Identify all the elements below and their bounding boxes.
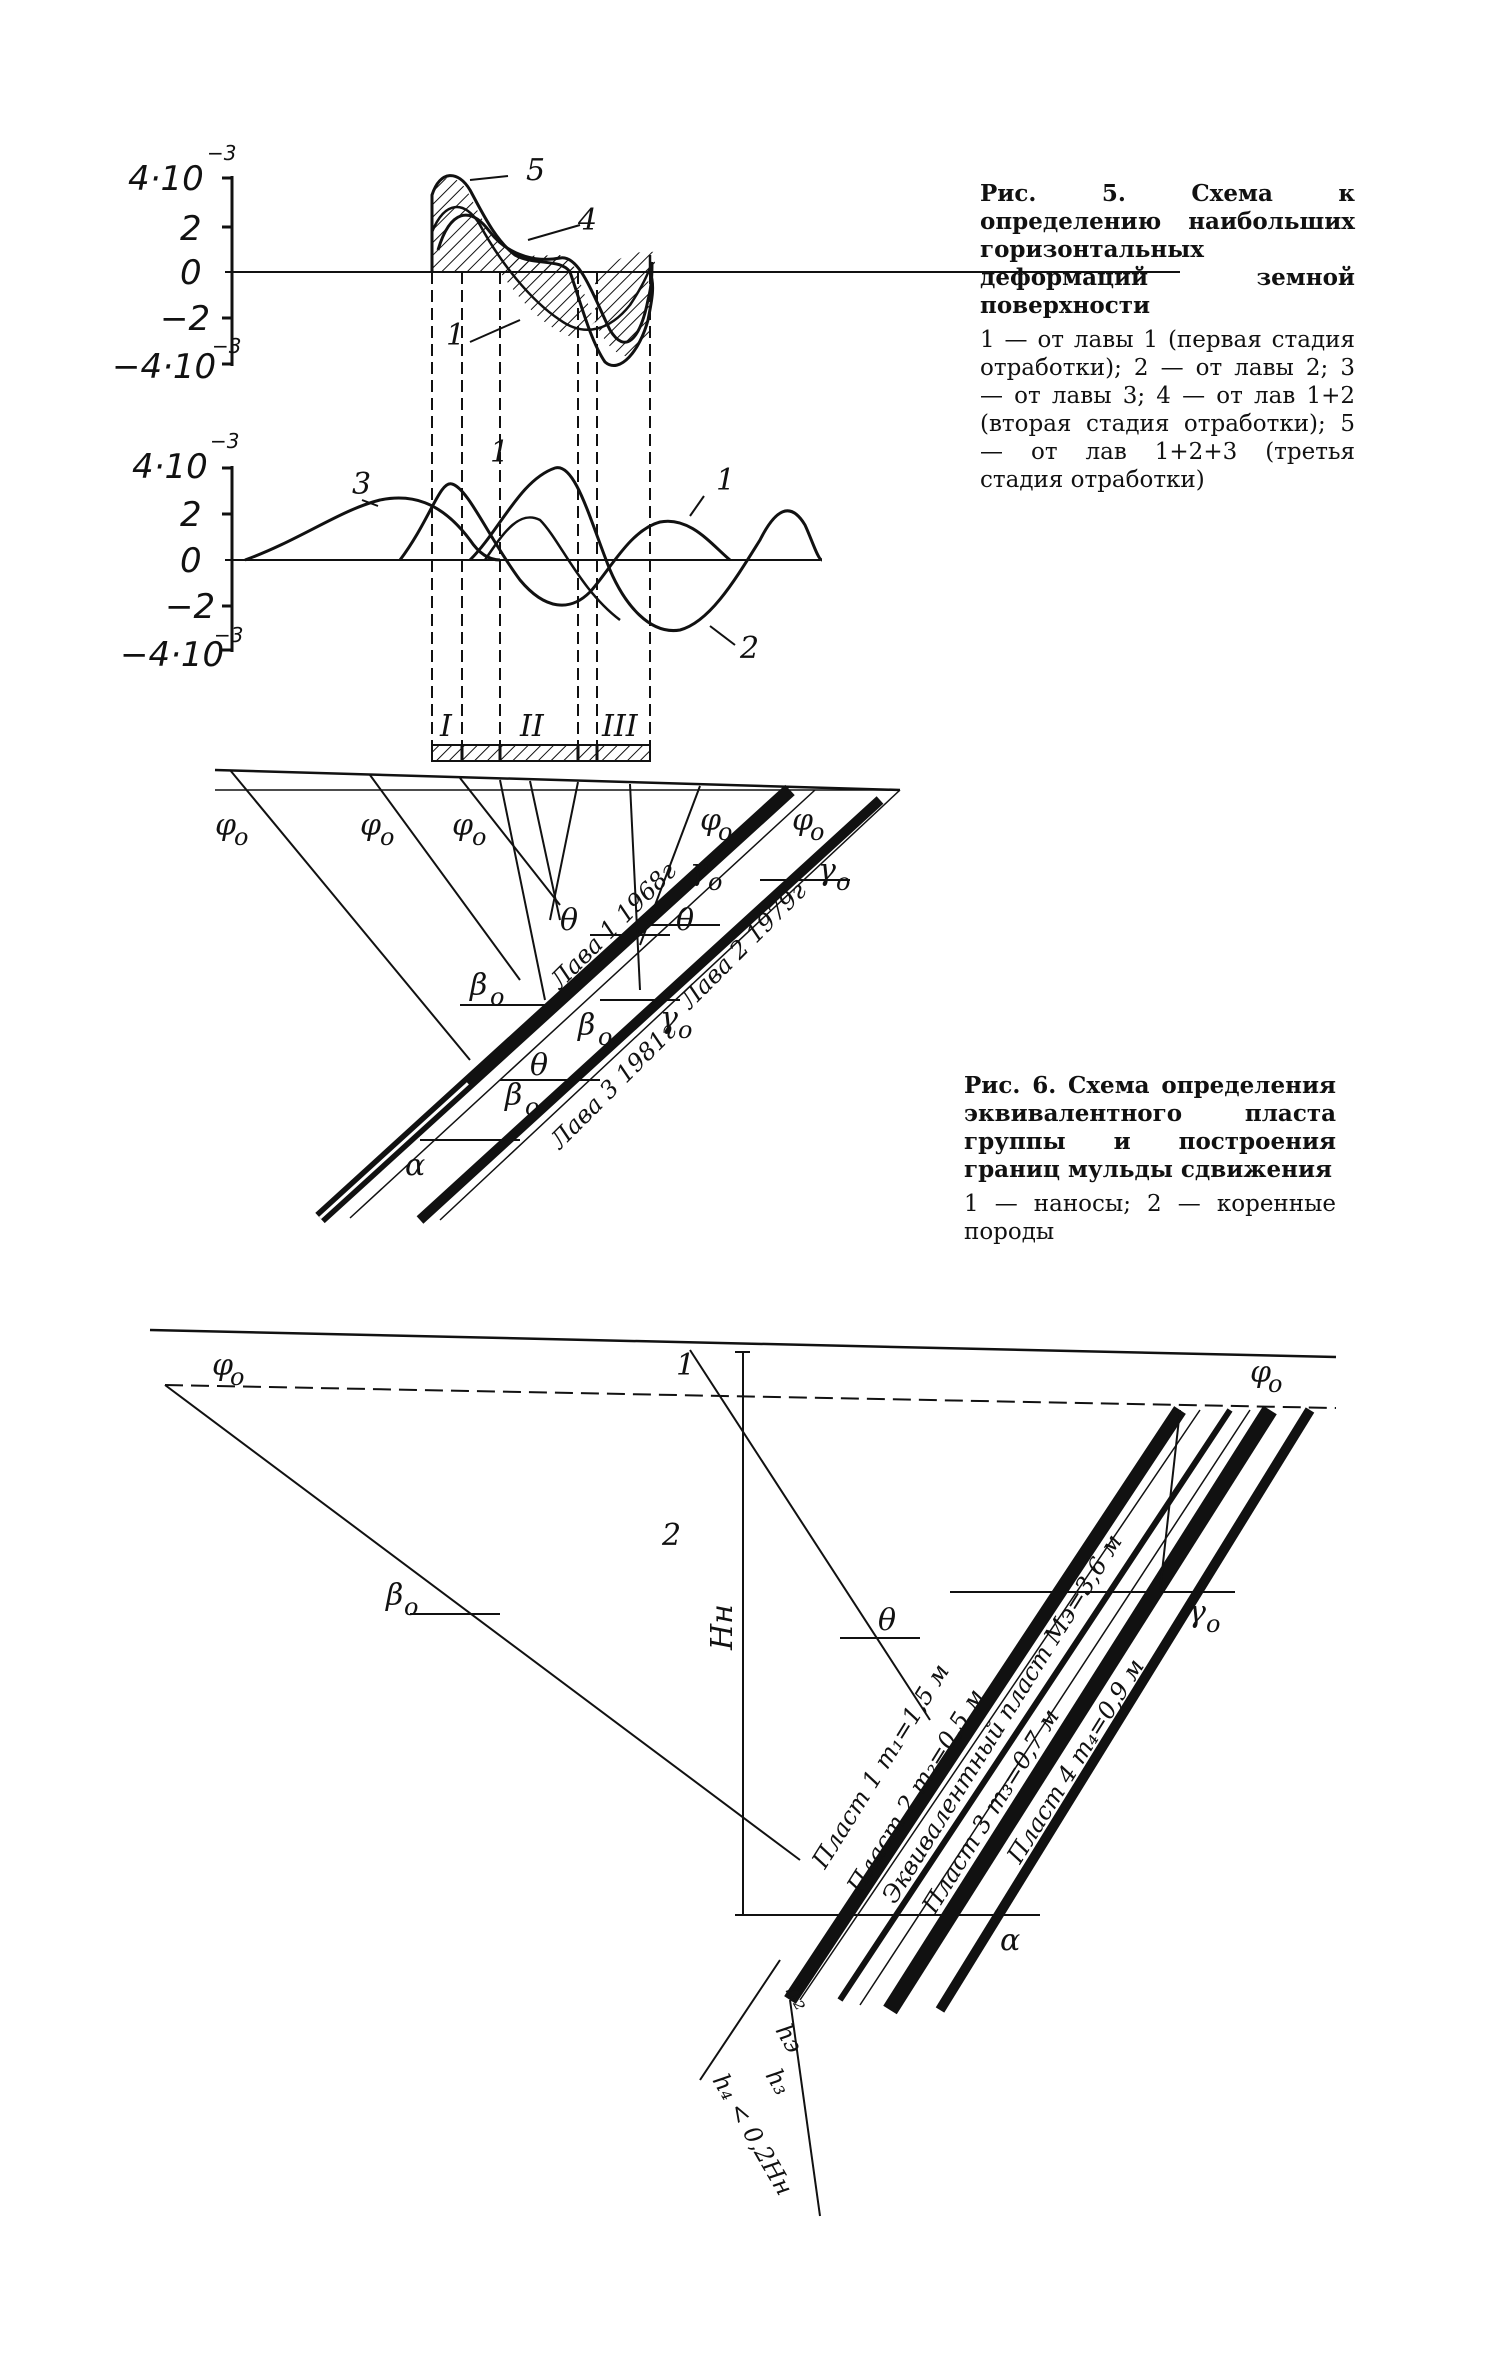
section-phi-4: φ	[700, 803, 721, 838]
fig5-caption-title: Рис. 5. Схема к определению наибольших г…	[980, 180, 1355, 319]
fig6-gamma: γ	[1188, 1595, 1206, 1630]
fig6-caption: Рис. 6. Схема определения эквивалентного…	[964, 1072, 1336, 1246]
section-theta-2: θ	[676, 903, 694, 938]
curve-label-2: 2	[739, 631, 759, 666]
projection-lines	[431, 272, 651, 745]
top-tick-m4-exp: −3	[212, 334, 241, 358]
fig6-theta: θ	[878, 1603, 896, 1638]
fig6-label-2: 2	[661, 1518, 681, 1553]
curve-label-4: 4	[577, 203, 597, 238]
fig6-phi-right: φ	[1250, 1355, 1271, 1390]
top-tick-4: 4·10	[128, 159, 204, 199]
seam-label-lava-2: Лава 2 1979г	[674, 877, 812, 1015]
section-phi-1: φ	[215, 808, 236, 843]
section-phi-4-sub: о	[718, 818, 732, 846]
fig6-gamma-sub: о	[1206, 1610, 1220, 1638]
fig6-dim-h3: h₃	[760, 2064, 797, 2100]
top-deformation-chart: 4·10 −3 2 0 −2 −4·10 −3 5 4 1	[112, 141, 1180, 387]
section-beta-2-sub: о	[598, 1023, 612, 1051]
fig6-caption-title: Рис. 6. Схема определения эквивалентного…	[964, 1072, 1336, 1183]
mid-tick-m4: −4·10	[120, 635, 224, 675]
top-tick-0: 0	[180, 253, 202, 293]
section-beta-2: β	[577, 1008, 595, 1043]
section-phi-5: φ	[792, 803, 813, 838]
top-tick-m4: −4·10	[112, 347, 216, 387]
fig6-label-1: 1	[676, 1348, 695, 1383]
curve-label-1-top: 1	[446, 318, 465, 353]
top-tick-2: 2	[180, 209, 202, 249]
panel-strip: I II III	[431, 709, 651, 762]
fig6-diagram: φ о φ о β о θ γ о α 1 2 Hн Пласт 1 m₁=1,…	[149, 1328, 1337, 2217]
section-alpha: α	[405, 1148, 425, 1183]
section-phi-2: φ	[360, 808, 381, 843]
section-gamma-2-sub: о	[836, 868, 850, 896]
section-theta-3: θ	[530, 1048, 548, 1083]
section-beta-3-sub: о	[525, 1093, 539, 1121]
fig6-caption-body: 1 — наносы; 2 — коренные породы	[964, 1191, 1336, 1245]
mid-tick-4-exp: −3	[210, 429, 239, 453]
curve-label-3: 3	[352, 467, 371, 502]
top-tick-m2: −2	[160, 299, 210, 339]
curve-label-1-right: 1	[716, 463, 735, 498]
fig6-beta: β	[385, 1578, 403, 1613]
section-gamma-1-sub: о	[708, 868, 722, 896]
section-phi-3: φ	[452, 808, 473, 843]
section-theta-1: θ	[560, 903, 578, 938]
section-phi-5-sub: о	[810, 818, 824, 846]
section-gamma-2: γ	[818, 853, 836, 888]
curve-label-5: 5	[526, 153, 545, 188]
section-beta-1-sub: о	[490, 983, 504, 1011]
section-phi-1-sub: о	[234, 823, 248, 851]
mid-tick-m4-exp: −3	[214, 623, 243, 647]
section-phi-2-sub: о	[380, 823, 394, 851]
fig5-caption-body: 1 — от лавы 1 (первая стадия отработки);…	[980, 327, 1355, 493]
panel-label-II: II	[519, 709, 545, 744]
section-gamma-3: γ	[660, 1001, 678, 1036]
fig6-alpha: α	[1000, 1923, 1020, 1958]
fig5-caption: Рис. 5. Схема к определению наибольших г…	[980, 180, 1355, 494]
section-beta-3: β	[504, 1078, 522, 1113]
section-gamma-1: γ	[690, 853, 708, 888]
section-phi-3-sub: о	[472, 823, 486, 851]
fig6-depth-label: Hн	[705, 1604, 740, 1651]
top-tick-4-exp: −3	[207, 141, 236, 165]
fig5-geological-section: φ о φ о φ о φ о φ о β о β о β о γ о γ о …	[214, 768, 901, 1224]
fig6-phi-right-sub: о	[1268, 1370, 1282, 1398]
fig6-phi-left-sub: о	[230, 1363, 244, 1391]
mid-tick-0: 0	[180, 541, 202, 581]
mid-deformation-chart: 4·10 −3 2 0 −2 −4·10 −3 3 1 1 2	[120, 429, 823, 675]
mid-tick-4: 4·10	[132, 447, 208, 487]
panel-label-I: I	[439, 709, 453, 744]
fig6-phi-left: φ	[212, 1348, 233, 1383]
section-gamma-3-sub: о	[678, 1016, 692, 1044]
fig6-dim-he: hэ	[770, 2019, 809, 2058]
mid-tick-m2: −2	[165, 587, 215, 627]
panel-label-III: III	[601, 709, 639, 744]
section-beta-1: β	[469, 968, 487, 1003]
fig6-beta-sub: о	[404, 1593, 418, 1621]
mid-tick-2: 2	[180, 495, 202, 535]
